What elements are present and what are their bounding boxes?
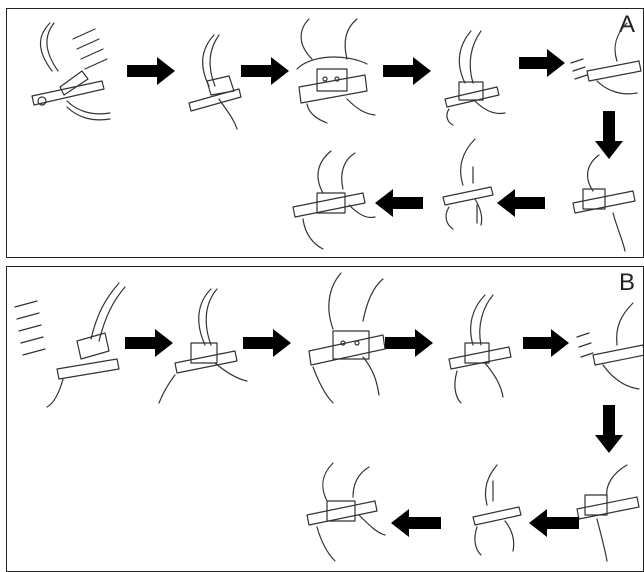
arrow-left-icon bbox=[497, 189, 545, 217]
assembly-panel-a: A bbox=[6, 8, 644, 258]
tine-assembly-icon bbox=[158, 288, 248, 404]
tine-assembly-icon bbox=[572, 154, 636, 252]
tine-assembly-icon bbox=[188, 34, 242, 130]
tine-assembly-icon bbox=[308, 272, 386, 404]
arrow-left-icon bbox=[375, 189, 423, 217]
arrow-right-icon bbox=[383, 57, 431, 85]
panel-label-b: B bbox=[614, 269, 639, 297]
tine-assembly-icon bbox=[570, 22, 642, 95]
tine-assembly-icon bbox=[46, 282, 126, 408]
bolt-set-icon bbox=[14, 300, 46, 356]
arrow-right-icon bbox=[127, 57, 175, 85]
arrow-right-icon bbox=[519, 49, 565, 77]
arrow-right-icon bbox=[523, 329, 569, 357]
arrow-down-icon bbox=[595, 405, 623, 453]
panel-a-diagram bbox=[31, 18, 642, 252]
tine-assembly-icon bbox=[444, 30, 506, 126]
tine-assembly-icon bbox=[296, 18, 376, 124]
bolt-set-icon bbox=[72, 28, 108, 70]
arrow-left-icon bbox=[391, 509, 441, 537]
arrow-right-icon bbox=[243, 329, 291, 357]
tine-assembly-icon bbox=[472, 464, 522, 556]
arrow-left-icon bbox=[529, 509, 579, 537]
tine-assembly-icon bbox=[442, 138, 494, 230]
panel-b-diagram bbox=[14, 272, 643, 562]
tine-assembly-icon bbox=[31, 22, 111, 121]
tine-assembly-icon bbox=[576, 302, 643, 390]
assembly-panel-b: B bbox=[6, 266, 644, 572]
arrow-right-icon bbox=[125, 329, 173, 357]
arrow-down-icon bbox=[595, 111, 623, 159]
tine-assembly-icon bbox=[292, 150, 376, 250]
arrow-right-icon bbox=[241, 57, 289, 85]
tine-assembly-icon bbox=[576, 464, 640, 562]
tine-assembly-icon bbox=[448, 294, 512, 404]
arrow-right-icon bbox=[385, 329, 433, 357]
tine-assembly-icon bbox=[306, 462, 386, 562]
